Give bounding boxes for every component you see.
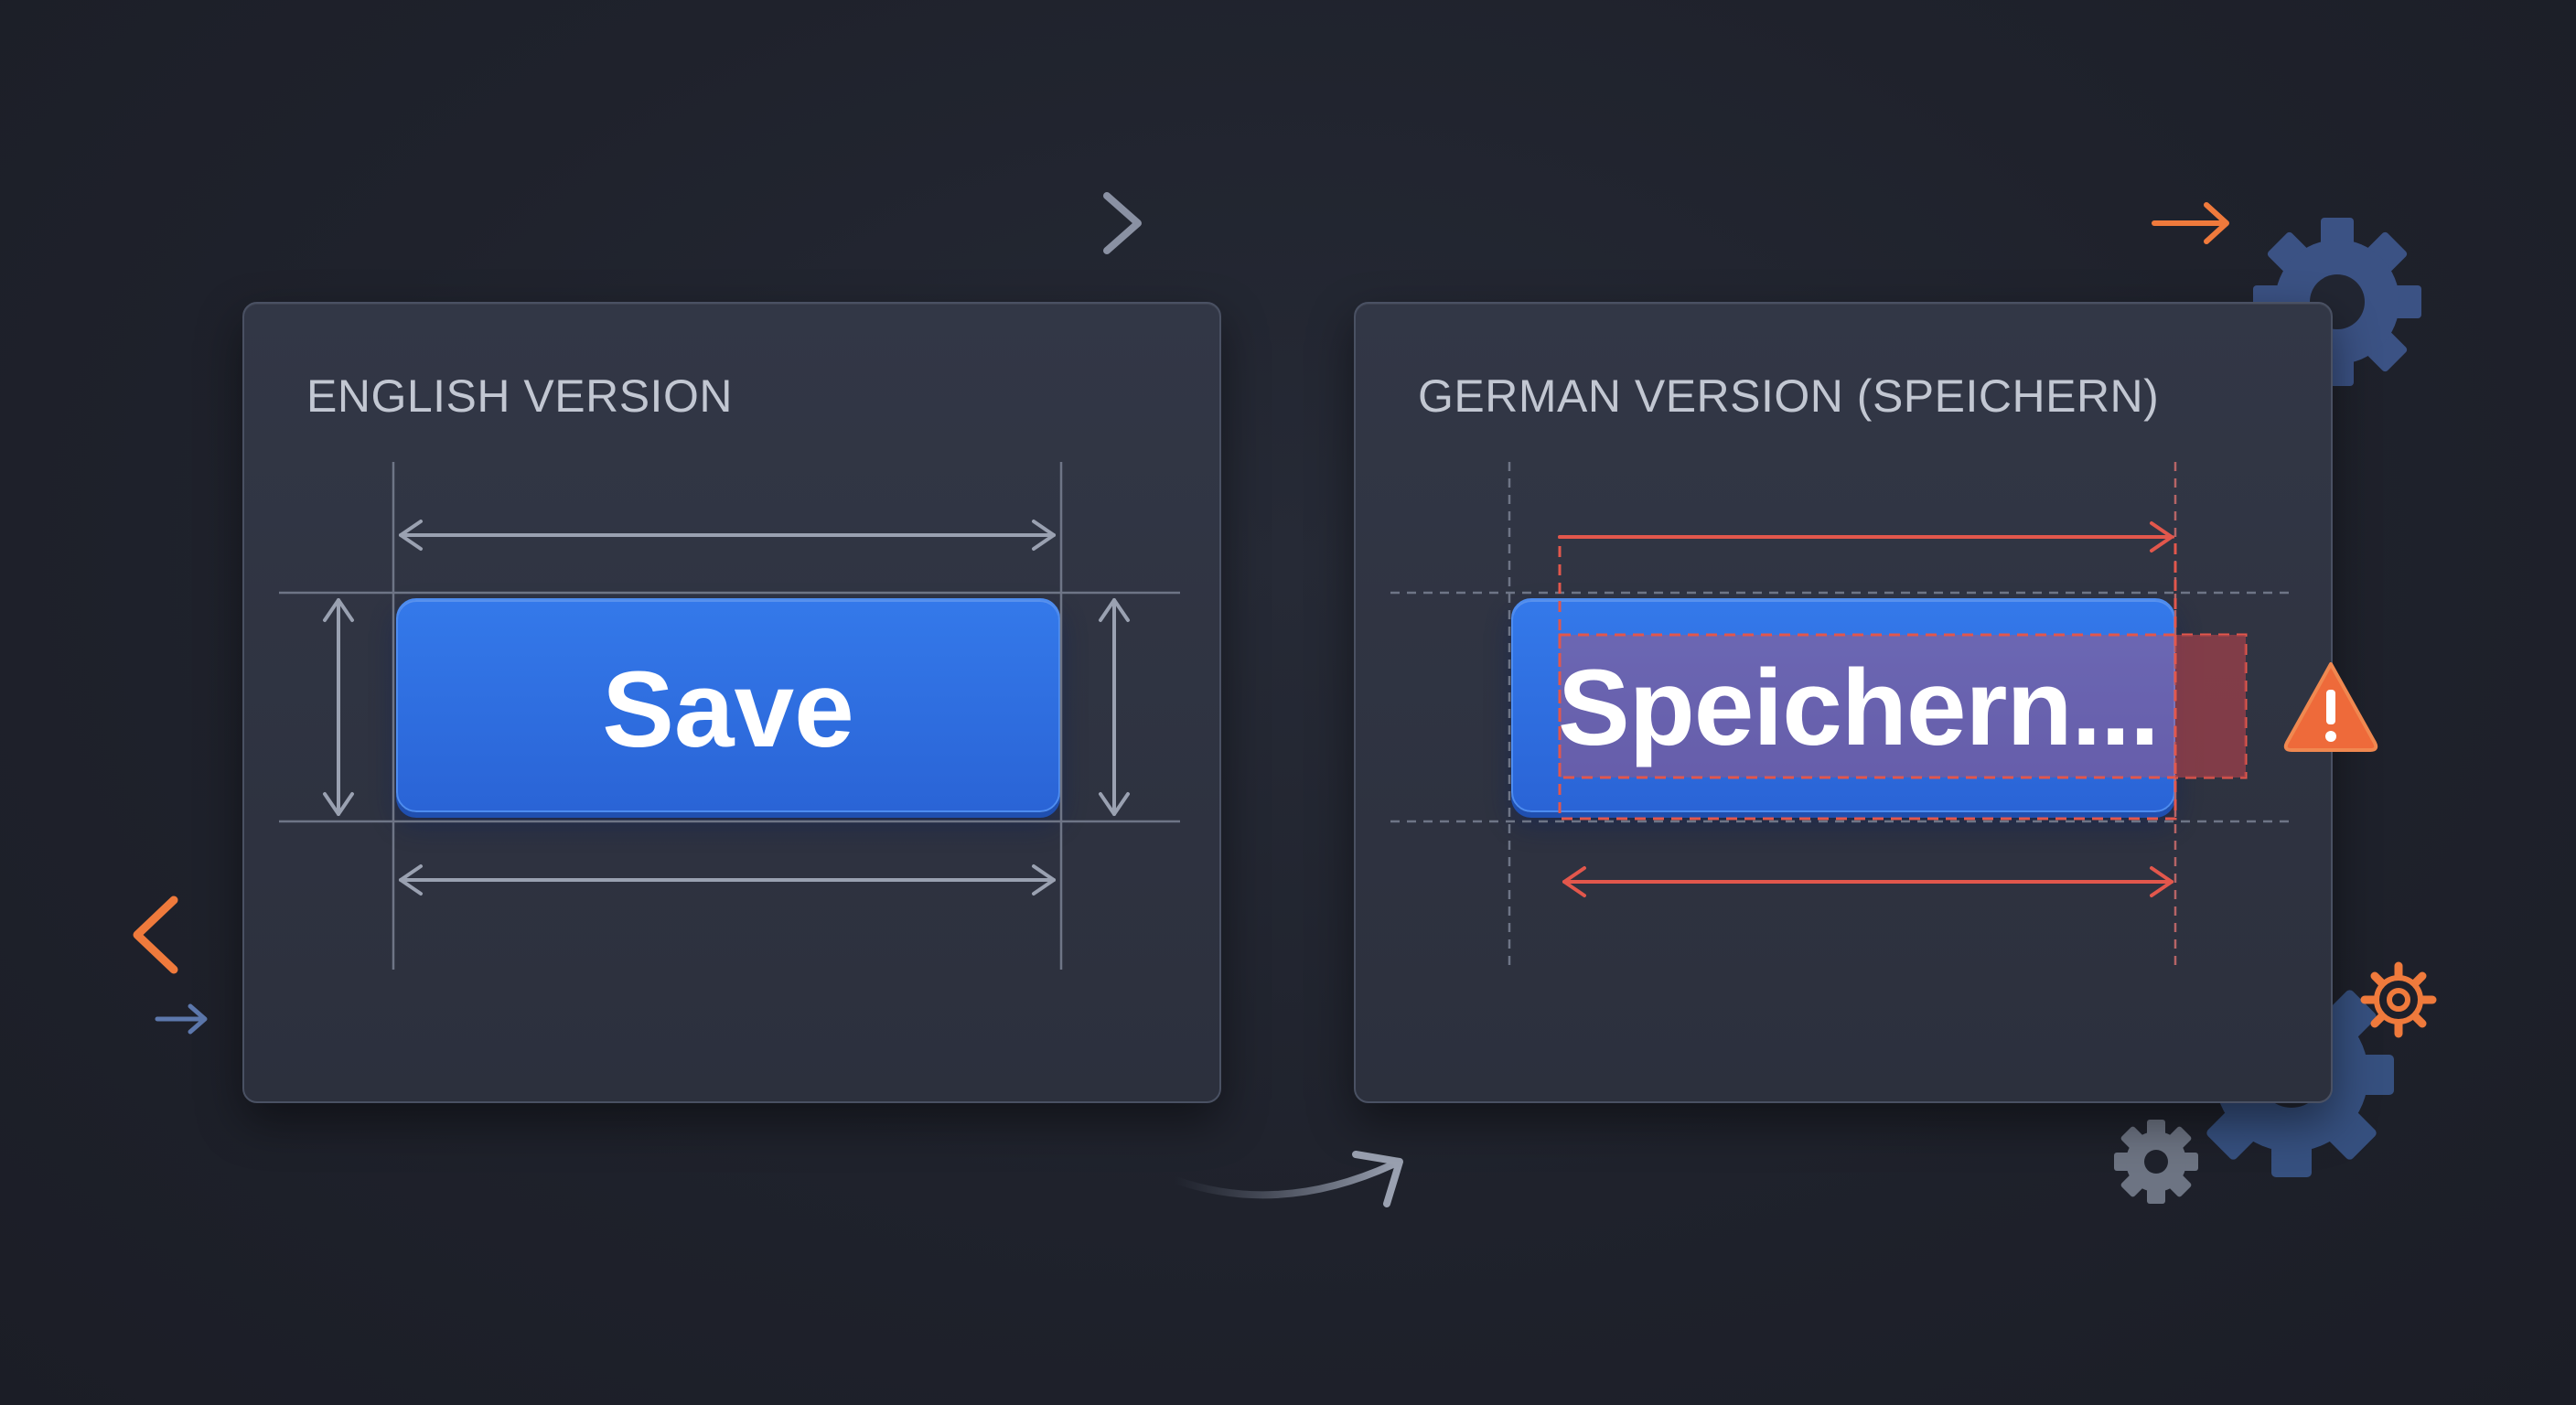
- warning-triangle-icon: [2283, 662, 2378, 752]
- orange-arrow-right-icon: [2152, 202, 2229, 244]
- arrow-right-icon: [975, 192, 1142, 254]
- overflow-excess-region: [2175, 635, 2246, 778]
- chevron-left-icon: [133, 896, 178, 974]
- panel-title: GERMAN VERSION (SPEICHERN): [1418, 370, 2160, 422]
- english-width-arrow-top: [399, 520, 1056, 551]
- gear-icon-orange: [2360, 961, 2437, 1038]
- speichern-button-label: Speichern...: [1558, 648, 2160, 768]
- german-guide-lines: [1390, 462, 2296, 970]
- english-width-arrow-bottom: [399, 864, 1056, 896]
- german-overflow-arrow-top: [1558, 521, 2174, 552]
- english-guide-lines: [279, 462, 1180, 970]
- english-height-arrow-right: [1099, 598, 1130, 816]
- gear-icon-small: [2114, 1120, 2198, 1204]
- text-overflow-highlight: [1558, 633, 2248, 779]
- english-height-arrow-left: [323, 598, 354, 816]
- panel-title: ENGLISH VERSION: [306, 370, 733, 422]
- small-arrow-right-icon: [155, 1003, 208, 1035]
- curved-arrow-icon: [1172, 1151, 1403, 1207]
- save-button[interactable]: Save: [396, 598, 1060, 812]
- english-version-panel: ENGLISH VERSION Save: [242, 302, 1221, 1103]
- german-width-arrow-bottom: [1562, 866, 2174, 897]
- overflow-bounding-box: [1558, 535, 2177, 820]
- save-button-label: Save: [602, 649, 854, 770]
